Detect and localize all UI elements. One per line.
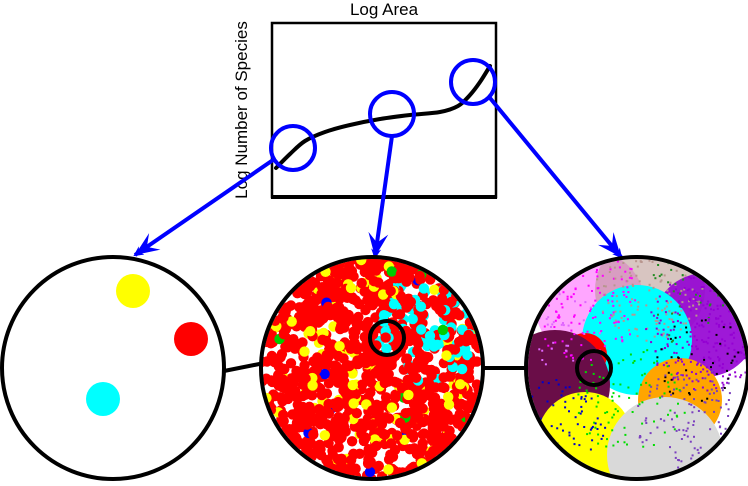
arrow-1: [371, 135, 394, 259]
continental-biota-panel: [524, 255, 748, 481]
arrowhead-icon: [598, 232, 621, 257]
individual-dot: [86, 382, 120, 416]
individual-dot: [116, 274, 150, 308]
local-community-panel: [0, 255, 226, 481]
regional-community-boundary: [259, 255, 485, 481]
scale-arrows: [133, 96, 623, 259]
highlight-circle-large-scale: [449, 58, 497, 106]
y-axis-label: Log Number of Species: [232, 21, 251, 199]
zoom-marker-regional: [368, 319, 406, 357]
arrowhead-icon: [135, 233, 161, 255]
zoom-marker-continental: [575, 349, 613, 387]
x-axis-label: Log Area: [350, 0, 419, 19]
local-individuals: [86, 274, 208, 416]
arrowhead-icon: [368, 231, 389, 257]
arrow-2: [488, 96, 623, 259]
species-area-curve: [274, 64, 492, 170]
continental-boundary: [524, 255, 748, 481]
regional-community-panel: [259, 255, 485, 481]
plot-frame: [270, 21, 498, 199]
species-area-plot: Log Area Log Number of Species: [232, 0, 498, 199]
arrow-0: [133, 158, 275, 257]
highlight-circle-small-scale: [269, 124, 317, 172]
local-community-boundary: [0, 255, 226, 481]
individual-dot: [174, 322, 208, 356]
